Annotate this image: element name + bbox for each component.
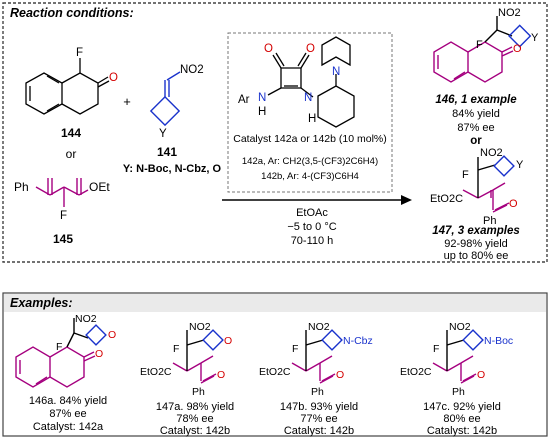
catalyst-H2: H <box>308 113 316 125</box>
example-146a-line2: 87% ee <box>49 408 86 420</box>
example-147a-EtO2C: EtO2C <box>140 366 172 378</box>
product-147-no2: NO2 <box>480 147 503 159</box>
example-147c-hetero: N-Boc <box>484 335 513 347</box>
examples-header-bar <box>4 294 546 312</box>
example-146a-line1: 146a. 84% yield <box>29 395 107 407</box>
example-147b-line1: 147b. 93% yield <box>280 401 358 413</box>
example-147c-Ph: Ph <box>452 386 465 398</box>
catalyst-structure <box>267 36 355 128</box>
product-147-ee: up to 80% ee <box>444 250 509 262</box>
examples-header: Examples: <box>10 296 73 310</box>
catalyst-N1: N <box>258 92 266 104</box>
or-text-2: or <box>470 135 482 147</box>
product-147 <box>462 155 515 213</box>
product-147-EtO2C: EtO2C <box>430 193 463 205</box>
substrate-145-Ph: Ph <box>14 180 29 194</box>
example-147a-no2: NO2 <box>189 321 211 333</box>
example-147c-O: O <box>477 369 485 381</box>
condition-time: 70-110 h <box>291 235 334 247</box>
reaction-conditions-header: Reaction conditions: <box>10 6 134 20</box>
example-146a-no2: NO2 <box>75 313 97 325</box>
substrate-145-label: 145 <box>53 232 73 246</box>
example-147a-line3: Catalyst: 142b <box>160 425 230 437</box>
condition-solvent: EtOAc <box>296 207 328 219</box>
substrate-144-O: O <box>109 72 118 84</box>
substrate-144 <box>25 58 110 115</box>
catalyst-142b-line: 142b, Ar: 4-(CF3)C6H4 <box>261 171 359 182</box>
example-147b-no2: NO2 <box>308 321 330 333</box>
example-147c-line3: Catalyst: 142b <box>427 425 497 437</box>
product-146-O: O <box>513 43 522 55</box>
product-146-no2: NO2 <box>498 7 521 19</box>
product-147-F: F <box>462 169 469 181</box>
example-147a-F: F <box>173 343 179 355</box>
example-147c-EtO2C: EtO2C <box>400 366 432 378</box>
example-147b-Ph: Ph <box>311 386 324 398</box>
example-147a-line2: 78% ee <box>176 413 213 425</box>
example-147b-O: O <box>336 369 344 381</box>
product-146-label: 146, 1 example <box>435 94 517 106</box>
catalyst-O-right: O <box>306 43 315 55</box>
example-147b-EtO2C: EtO2C <box>259 366 291 378</box>
example-147b-line2: 77% ee <box>300 413 337 425</box>
condition-temperature: −5 to 0 °C <box>287 221 336 233</box>
example-147a-structure <box>172 329 224 384</box>
example-147c-F: F <box>433 343 439 355</box>
product-146-F: F <box>476 39 483 51</box>
catalyst-N2: N <box>304 92 312 104</box>
example-147b-line3: Catalyst: 142b <box>284 425 354 437</box>
example-147b-hetero: N-Cbz <box>343 335 373 347</box>
catalyst-caption: Catalyst 142a or 142b (10 mol%) <box>233 133 387 145</box>
substrate-145-OEt: OEt <box>89 180 110 194</box>
substrate-144-label: 144 <box>61 126 81 140</box>
product-146-yield: 84% yield <box>452 108 500 120</box>
catalyst-H1: H <box>258 106 266 118</box>
example-146a-line3: Catalyst: 142a <box>33 421 104 433</box>
nitroalkene-Y: Y <box>159 128 167 140</box>
catalyst-Ar: Ar <box>238 94 250 106</box>
example-147c-structure <box>432 329 484 384</box>
example-146a-hetero: O <box>108 329 116 341</box>
substrate-144-F: F <box>76 47 83 59</box>
example-147a-O: O <box>217 369 225 381</box>
catalyst-box <box>227 32 393 193</box>
reaction-arrowhead <box>401 195 412 205</box>
examples-panel <box>2 292 548 437</box>
example-147a-line1: 147a. 98% yield <box>156 401 234 413</box>
nitroalkene-label: 141 <box>157 145 177 159</box>
example-147b-structure <box>291 329 343 384</box>
product-146-Y: Y <box>531 32 539 44</box>
example-147b-F: F <box>292 343 298 355</box>
example-146a-O-ketone: O <box>95 348 103 360</box>
example-147c-line1: 147c. 92% yield <box>423 401 501 413</box>
product-146-ee: 87% ee <box>457 122 494 134</box>
nitroalkene-no2: NO2 <box>180 64 204 76</box>
example-147c-line2: 80% ee <box>443 413 480 425</box>
substrate-145-F: F <box>60 210 67 222</box>
example-146a-F: F <box>56 341 62 353</box>
conditions-panel <box>2 2 548 263</box>
product-147-Ph: Ph <box>483 215 496 227</box>
plus-sign: + <box>123 94 131 109</box>
catalyst-O-left: O <box>264 43 273 55</box>
product-147-O: O <box>509 198 518 210</box>
example-147c-no2: NO2 <box>449 321 471 333</box>
product-146 <box>433 16 532 83</box>
product-147-yield: 92-98% yield <box>444 238 508 250</box>
example-146a-structure <box>15 318 107 388</box>
or-text-1: or <box>66 147 77 161</box>
nitroalkene-141 <box>149 71 181 127</box>
substrate-145 <box>35 178 89 207</box>
example-147a-Ph: Ph <box>192 386 205 398</box>
catalyst-142a-line: 142a, Ar: CH2(3,5-(CF3)2C6H4) <box>242 156 378 167</box>
catalyst-N3: N <box>332 66 340 78</box>
product-147-Y: Y <box>516 159 524 171</box>
product-147-label: 147, 3 examples <box>432 225 520 237</box>
example-147a-hetero: O <box>224 335 232 347</box>
nitroalkene-Y-definition: Y: N-Boc, N-Cbz, O <box>123 163 222 175</box>
